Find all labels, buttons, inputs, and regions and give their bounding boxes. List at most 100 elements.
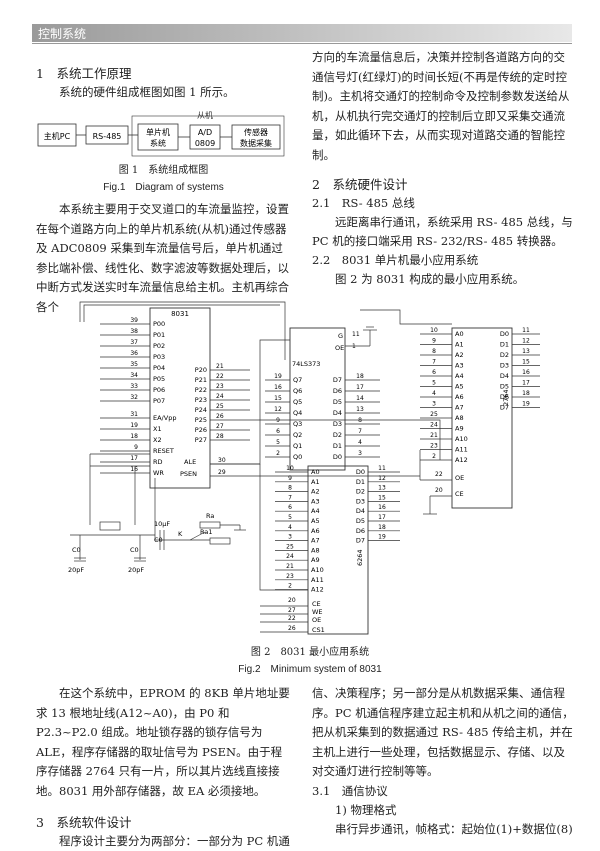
section-3-1-paragraph: 串行异步通讯，帧格式：起始位(1)+数据位(8) xyxy=(335,821,573,836)
ram-oe-label: OE xyxy=(312,616,321,624)
latch-oe-num: 1 xyxy=(352,343,356,350)
fig1-sensor-line1: 传感器 xyxy=(244,127,268,137)
pin-num-ram-a: 9 xyxy=(288,475,292,482)
pin-label-latch-d: D4 xyxy=(333,409,342,417)
pin-label-p2: P22 xyxy=(195,386,207,394)
pin-label-p2: P20 xyxy=(195,366,207,374)
pin-label-ram-d: D0 xyxy=(356,468,365,476)
ram-ce-label: CE xyxy=(312,600,321,608)
pin-label-ctrl: EA/Vpp xyxy=(153,414,176,422)
pin-label-eprom-d: D0 xyxy=(500,330,509,338)
label-k: K xyxy=(178,530,183,538)
pin-label-p0: P07 xyxy=(153,397,165,405)
left-column-paragraph-2: 本系统主要用于交叉道口的车流量监控，设置在每个道路方向上的单片机系统(从机)通过… xyxy=(36,202,289,314)
pin-label-p0: P03 xyxy=(153,353,165,361)
pin-num-eprom-a: 10 xyxy=(430,327,438,334)
pin-label-latch-d: D6 xyxy=(333,387,342,395)
pin-num-eprom-a: 5 xyxy=(432,380,436,387)
pin-num-p0: 37 xyxy=(130,339,138,346)
pin-num-latch-q: 9 xyxy=(276,417,280,424)
pin-label-p0: P02 xyxy=(153,342,165,350)
right-paragraph-1: 方向的车流量信息后，决策并控制各道路方向的交通信号灯(红绿灯)的时间长短(不再是… xyxy=(312,50,570,162)
page-header: 控制系统 xyxy=(32,24,572,42)
pin-label-ram-a: A6 xyxy=(311,527,320,535)
pin-label-eprom-d: D5 xyxy=(500,383,509,391)
section-2-2-heading: 2.2 8031 单片机最小应用系统 xyxy=(312,253,479,267)
fig1-ad-line2: 0809 xyxy=(195,139,215,148)
pin-num-ctrl: 9 xyxy=(134,444,138,451)
pin-num-p2: 21 xyxy=(216,363,224,370)
fig1-sensor-line2: 数据采集 xyxy=(240,138,272,148)
pin-num-p2: 25 xyxy=(216,403,224,410)
pin-label-eprom-d: D6 xyxy=(500,393,509,401)
chip-2764-label: 2764 xyxy=(502,389,510,406)
ram-we-label: WE xyxy=(312,608,323,616)
pin-num-eprom-a: 24 xyxy=(430,422,438,429)
pin-label-p2: P26 xyxy=(195,426,207,434)
pin-label-ram-d: D3 xyxy=(356,497,365,505)
pin-num-ram-a: 6 xyxy=(288,504,292,511)
pin-label-latch-q: Q0 xyxy=(293,453,302,461)
pin-label-latch-d: D3 xyxy=(333,420,342,428)
pin-num-latch-d: 18 xyxy=(356,373,364,380)
pin-label-ram-a: A3 xyxy=(311,497,320,505)
pin-label-eprom-d: D3 xyxy=(500,362,509,370)
pin-label-latch-d: D7 xyxy=(333,376,342,384)
fig1-ad-line1: A/D xyxy=(198,128,212,137)
pin-label-latch-d: D2 xyxy=(333,431,342,439)
pin-label-ram-a: A1 xyxy=(311,478,320,486)
pin-psen: PSEN xyxy=(180,470,197,478)
header-rule xyxy=(32,43,572,44)
fig1-host-label: 主机PC xyxy=(44,131,71,141)
pin-num-latch-q: 19 xyxy=(274,373,282,380)
pin-label-eprom-d: D7 xyxy=(500,404,509,412)
pin-label-p0: P01 xyxy=(153,331,165,339)
pin-num-eprom-a: 21 xyxy=(430,432,438,439)
figure-1-caption-en: Fig.1 Diagram of systems xyxy=(103,182,224,193)
pin-num-ram-d: 11 xyxy=(378,465,386,472)
pin-num-eprom-d: 17 xyxy=(522,380,530,387)
latch-g-num: 11 xyxy=(352,331,360,338)
pin-num-latch-q: 6 xyxy=(276,428,280,435)
pin-label-ram-d: D7 xyxy=(356,537,365,545)
pin-label-ctrl: X2 xyxy=(153,436,162,444)
pin-num-ctrl: 18 xyxy=(130,433,138,440)
pin-label-eprom-a: A12 xyxy=(455,456,468,464)
pin-num-eprom-d: 15 xyxy=(522,359,530,366)
pin-label-ram-a: A4 xyxy=(311,507,320,515)
section-2-heading: 2 系统硬件设计 xyxy=(312,177,408,192)
fig1-slave-frame xyxy=(131,115,285,157)
pin-ale-num: 30 xyxy=(218,457,226,464)
pin-label-latch-d: D1 xyxy=(333,442,342,450)
pin-label-latch-d: D5 xyxy=(333,398,342,406)
pin-num-p0: 32 xyxy=(130,394,138,401)
figure-2-caption-cn: 图 2 8031 最小应用系统 xyxy=(250,647,370,658)
pin-num-ram-d: 18 xyxy=(378,524,386,531)
pin-label-p0: P00 xyxy=(153,320,165,328)
pin-num-ctrl: 19 xyxy=(130,422,138,429)
pin-num-ctrl: 16 xyxy=(130,466,138,473)
pin-label-eprom-a: A11 xyxy=(455,446,468,454)
pin-num-eprom-a: 7 xyxy=(432,359,436,366)
pin-num-ram-d: 13 xyxy=(378,485,386,492)
label-c0-2: C0 xyxy=(130,546,139,554)
section-1-heading: 1 系统工作原理 xyxy=(36,66,132,81)
pin-label-latch-q: Q3 xyxy=(293,420,302,428)
pin-label-ram-a: A9 xyxy=(311,556,320,564)
section-3-1-heading: 3.1 通信协议 xyxy=(312,783,388,798)
right-bottom-paragraph: 信、决策程序；另一部分是从机数据采集、通信程序。PC 机通信程序建立起主机和从机… xyxy=(312,686,574,778)
pin-label-ctrl: WR xyxy=(153,469,164,477)
pin-num-eprom-d: 13 xyxy=(522,348,530,355)
pin-label-eprom-a: A6 xyxy=(455,393,464,401)
pin-label-eprom-a: A3 xyxy=(455,362,464,370)
section-2-1-paragraph: 远距离串行通讯，系统采用 RS- 485 总线，与 PC 机的接口端采用 RS-… xyxy=(312,215,573,248)
pin-num-ram-a: 5 xyxy=(288,514,292,521)
pin-num-p0: 34 xyxy=(130,372,138,379)
pin-num-eprom-a: 25 xyxy=(430,411,438,418)
pin-label-eprom-a: A8 xyxy=(455,414,464,422)
pin-num-eprom-a: 8 xyxy=(432,348,436,355)
eprom-oe-label: OE xyxy=(455,474,464,482)
pin-label-ctrl: RESET xyxy=(153,447,174,455)
pin-num-p0: 36 xyxy=(130,350,138,357)
figure-1-diagram: 主机PC RS-485 从机 单片机 系统 A/D 0809 传感器 数据采集 xyxy=(37,110,285,157)
